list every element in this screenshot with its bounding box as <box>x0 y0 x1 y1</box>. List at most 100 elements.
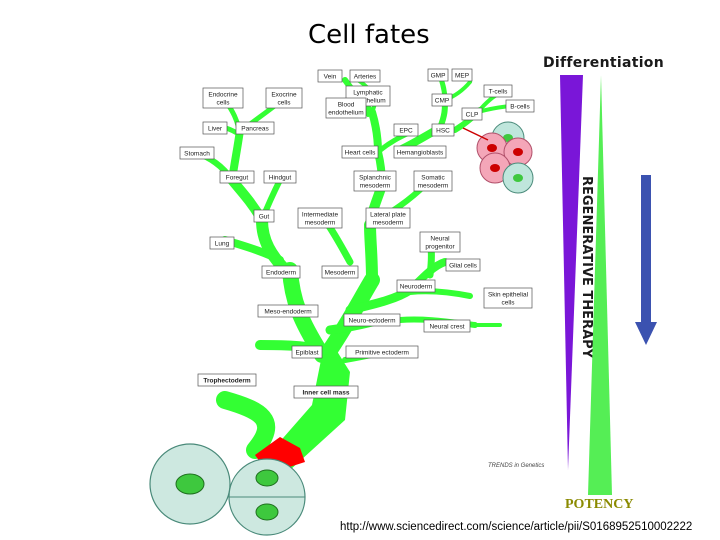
node-label-icm: Inner cell mass <box>303 389 350 396</box>
node-mesoderm: Mesoderm <box>321 265 359 279</box>
node-label-liver: Liver <box>208 125 223 132</box>
node-label-neuroecto: Neuro-ectoderm <box>349 317 396 324</box>
node-label-bcells: B-cells <box>510 103 530 110</box>
node-stomach: Stomach <box>179 146 215 160</box>
node-label-intermediate: mesoderm <box>305 219 336 226</box>
node-hemangio: Hemangioblasts <box>393 145 447 159</box>
node-label-endocrine: Endocrine <box>208 91 238 98</box>
node-label-exocrine: Exocrine <box>271 91 297 98</box>
node-label-blood_endo: endothelium <box>328 109 363 116</box>
node-bcells: B-cells <box>505 99 535 113</box>
node-arteries: Arteries <box>349 69 381 83</box>
node-tcells: T-cells <box>483 84 513 98</box>
node-label-lateral: mesoderm <box>373 219 404 226</box>
node-label-arteries: Arteries <box>354 73 377 80</box>
differentiation-label: Differentiation <box>543 55 664 71</box>
node-gut: Gut <box>253 209 275 223</box>
node-gmp: GMP <box>427 68 449 82</box>
node-label-neural_prog: Neural <box>430 235 450 242</box>
node-heart: Heart cells <box>341 145 379 159</box>
node-label-mesoderm: Mesoderm <box>325 269 356 276</box>
tree-trunk <box>255 340 350 470</box>
early-embryo-cells <box>149 443 306 536</box>
credit-label: TRENDS in Genetics <box>488 463 545 469</box>
node-label-glial: Glial cells <box>449 262 478 269</box>
node-label-heart: Heart cells <box>345 149 376 156</box>
node-lung: Lung <box>209 236 235 250</box>
node-label-somatic: mesoderm <box>418 182 449 189</box>
regenerative-arrow <box>635 175 657 345</box>
node-label-hsc: HSC <box>436 127 450 134</box>
node-label-epiblast: Epiblast <box>295 349 318 356</box>
node-epiblast: Epiblast <box>291 345 323 359</box>
node-label-blood_endo: Blood <box>338 101 355 108</box>
node-label-cmp: CMP <box>435 97 449 104</box>
node-epc: EPC <box>393 123 419 137</box>
node-label-splanchnic: mesoderm <box>360 182 391 189</box>
node-primitive_ecto: Primitive ectoderm <box>345 345 419 359</box>
node-label-intermediate: Intermediate <box>302 211 339 218</box>
green-potency-wedge <box>588 75 612 495</box>
node-neuroderm: Neuroderm <box>396 279 436 293</box>
potency-label: POTENCY <box>565 497 634 512</box>
node-label-stomach: Stomach <box>184 150 210 157</box>
node-label-neural_crest: Neural crest <box>429 323 464 330</box>
node-icm: Inner cell mass <box>293 385 359 399</box>
node-label-neuroderm: Neuroderm <box>400 283 433 290</box>
node-label-hindgut: Hindgut <box>269 174 292 181</box>
node-label-splanchnic: Splanchnic <box>359 174 392 181</box>
node-label-pancreas: Pancreas <box>241 125 269 132</box>
hsc-arrow <box>462 127 489 141</box>
purple-differentiation-wedge <box>560 75 583 470</box>
node-label-primitive_ecto: Primitive ectoderm <box>355 349 409 356</box>
node-label-gut: Gut <box>259 213 270 220</box>
node-neuroecto: Neuro-ectoderm <box>343 313 401 327</box>
node-liver: Liver <box>202 121 228 135</box>
node-label-foregut: Foregut <box>226 174 249 181</box>
node-mesendoderm: Meso-endoderm <box>257 304 319 318</box>
page-title: Cell fates <box>308 20 430 50</box>
node-label-lung: Lung <box>215 240 230 247</box>
node-pancreas: Pancreas <box>235 121 275 135</box>
node-label-gmp: GMP <box>431 72 446 79</box>
node-mep: MEP <box>451 68 473 82</box>
node-label-lymphatic: Lymphatic <box>353 89 383 96</box>
node-neural_crest: Neural crest <box>423 319 471 333</box>
node-label-exocrine: cells <box>277 99 291 106</box>
node-hindgut: Hindgut <box>263 170 297 184</box>
node-label-endoderm: Endoderm <box>266 269 296 276</box>
node-label-vein: Vein <box>324 73 337 80</box>
node-foregut: Foregut <box>219 170 255 184</box>
node-label-somatic: Somatic <box>421 174 445 181</box>
node-label-endocrine: cells <box>216 99 230 106</box>
node-label-hemangio: Hemangioblasts <box>397 149 444 156</box>
node-label-lateral: Lateral plate <box>370 211 406 218</box>
node-clp: CLP <box>461 107 483 121</box>
node-label-mep: MEP <box>455 72 469 79</box>
node-trophectoderm: Trophectoderm <box>197 373 257 387</box>
source-url[interactable]: http://www.sciencedirect.com/science/art… <box>340 521 693 533</box>
node-label-mesendoderm: Meso-endoderm <box>264 308 311 315</box>
node-label-epc: EPC <box>399 127 413 134</box>
node-vein: Vein <box>317 69 343 83</box>
node-label-skin: Skin epithelial <box>488 291 529 298</box>
node-cmp: CMP <box>431 93 453 107</box>
node-label-lymphatic: endothelium <box>350 97 385 104</box>
node-label-clp: CLP <box>466 111 479 118</box>
blood-cell-cluster <box>476 121 534 194</box>
node-label-neural_prog: progenitor <box>425 243 455 250</box>
node-label-skin: cells <box>501 299 515 306</box>
node-label-trophectoderm: Trophectoderm <box>203 377 251 384</box>
node-glial: Glial cells <box>445 258 481 272</box>
node-endoderm: Endoderm <box>261 265 301 279</box>
